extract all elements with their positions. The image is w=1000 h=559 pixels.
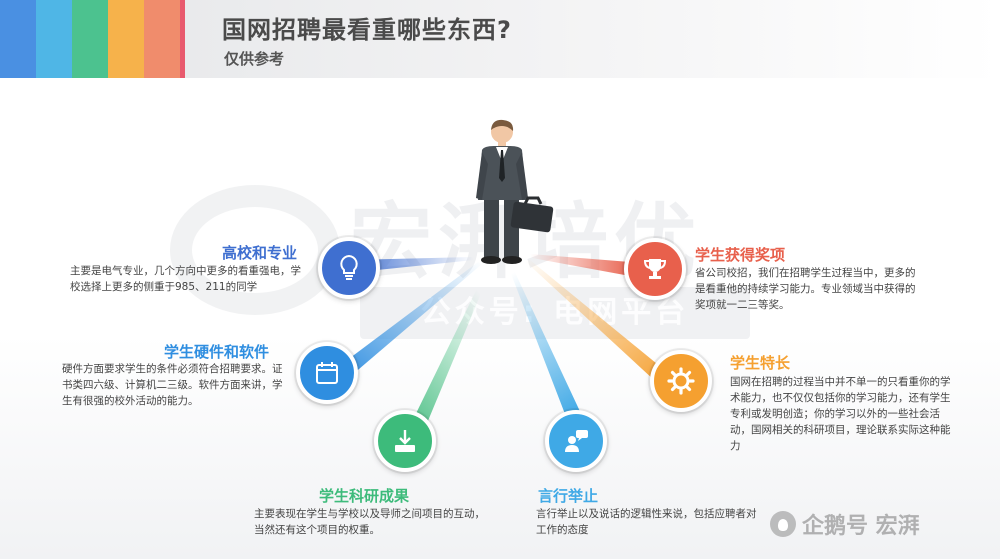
download-icon bbox=[395, 430, 415, 452]
color-bar bbox=[108, 0, 144, 78]
ray-school bbox=[352, 257, 474, 272]
desc-specialty: 国网在招聘的过程当中并不单一的只看重你的学术能力，也不仅仅包括你的学习能力，还有… bbox=[730, 376, 951, 452]
lightbulb-icon bbox=[340, 254, 358, 280]
label-awards: 学生获得奖项 bbox=[695, 246, 786, 264]
node-hardware bbox=[296, 342, 358, 404]
ray-specialty bbox=[526, 260, 662, 380]
node-specialty bbox=[650, 350, 712, 412]
calendar-icon bbox=[316, 362, 338, 384]
label-school: 高校和专业 bbox=[222, 244, 298, 262]
ray-research bbox=[406, 266, 492, 440]
desc-hardware: 硬件方面要求学生的条件必须符合招聘要求。证书类四六级、计算机二三级。软件方面来讲… bbox=[62, 363, 283, 407]
node-research bbox=[374, 410, 436, 472]
color-bars bbox=[0, 0, 180, 78]
penguin-logo-icon bbox=[770, 511, 796, 537]
header-shade bbox=[185, 0, 1000, 78]
label-research: 学生科研成果 bbox=[319, 487, 410, 505]
ray-speech bbox=[508, 266, 584, 427]
trophy-icon bbox=[643, 259, 667, 279]
color-bar bbox=[72, 0, 108, 78]
color-bar bbox=[180, 0, 185, 78]
businessman-with-briefcase-icon bbox=[476, 119, 554, 264]
color-bar bbox=[144, 0, 180, 78]
page-subtitle: 仅供参考 bbox=[224, 50, 285, 68]
footer-watermark-text: 企鹅号 宏湃 bbox=[802, 514, 920, 539]
gear-icon bbox=[667, 367, 695, 395]
desc-speech: 言行举止以及说话的逻辑性来说，包括应聘者对工作的态度 bbox=[536, 508, 757, 536]
color-bar bbox=[36, 0, 72, 78]
node-awards bbox=[624, 238, 686, 300]
ray-awards bbox=[530, 254, 630, 276]
desc-awards: 省公司校招，我们在招聘学生过程当中，更多的是看重他的持续学习能力。专业领域当中获… bbox=[695, 267, 916, 311]
label-hardware: 学生硬件和软件 bbox=[164, 343, 270, 361]
ray-hardware bbox=[346, 262, 482, 375]
node-school bbox=[318, 237, 380, 299]
label-specialty: 学生特长 bbox=[730, 354, 791, 372]
desc-school: 主要是电气专业，几个方向中更多的看重强电，学校选择上更多的侧重于985、211的… bbox=[70, 265, 301, 293]
person-speech-icon bbox=[565, 430, 588, 452]
footer-watermark: 企鹅号 宏湃 bbox=[770, 508, 920, 540]
desc-research: 主要表现在学生与学校以及导师之间项目的互动，当然还有这个项目的权重。 bbox=[254, 508, 485, 536]
page-title: 国网招聘最看重哪些东西? bbox=[222, 16, 512, 44]
label-speech: 言行举止 bbox=[538, 487, 599, 505]
node-speech bbox=[545, 410, 607, 472]
color-bar bbox=[0, 0, 36, 78]
